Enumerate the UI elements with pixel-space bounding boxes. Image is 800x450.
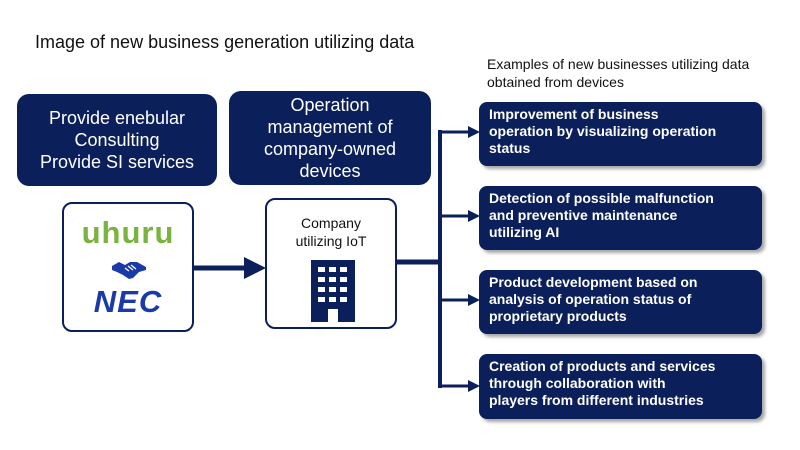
company-utilizing-iot-box: Company utilizing IoT <box>265 198 397 329</box>
example-2-line-3: utilizing AI <box>489 224 560 240</box>
company-label: Company utilizing IoT <box>267 214 395 250</box>
example-1-line-3: status <box>489 140 531 156</box>
provide-line-1: Provide enebular <box>48 108 186 128</box>
example-2-line-1: Detection of possible malfunction <box>489 190 714 206</box>
branch-arrow-4 <box>440 380 480 392</box>
diagram-title: Image of new business generation utilizi… <box>35 32 415 52</box>
example-box-collaboration: Creation of products and services throug… <box>479 354 762 419</box>
provide-line-2: Consulting <box>74 130 160 150</box>
branch-arrow-2 <box>440 210 480 222</box>
example-1-line-2: operation by visualizing operation <box>489 123 717 139</box>
branch-arrow-1 <box>440 126 480 138</box>
example-4-line-1: Creation of products and services <box>489 358 716 374</box>
example-3-line-1: Product development based on <box>489 274 698 290</box>
example-1-line-1: Improvement of business <box>489 106 659 122</box>
example-4-line-3: players from different industries <box>489 392 704 408</box>
operation-line-1: Operation <box>290 95 370 115</box>
operation-line-3: company-owned <box>263 139 397 159</box>
examples-caption: Examples of new businesses utilizing dat… <box>487 56 750 90</box>
provide-line-3: Provide SI services <box>39 152 195 172</box>
provide-services-box: Provide enebular Consulting Provide SI s… <box>17 94 217 186</box>
company-line-1: Company <box>301 215 361 231</box>
operation-line-2: management of <box>267 117 393 137</box>
handshake-icon <box>112 262 146 279</box>
example-box-visualization: Improvement of business operation by vis… <box>479 102 762 166</box>
partner-to-company-arrow <box>194 257 266 279</box>
building-icon <box>311 260 355 322</box>
branch-arrow-3 <box>440 294 480 306</box>
operation-line-4: devices <box>299 161 361 181</box>
example-box-preventive-maintenance: Detection of possible malfunction and pr… <box>479 186 762 250</box>
example-4-line-2: through collaboration with <box>489 375 666 391</box>
company-line-2: utilizing IoT <box>295 233 367 249</box>
example-3-line-3: proprietary products <box>489 308 627 324</box>
partner-box: uhuru NEC <box>62 202 194 332</box>
example-3-line-2: analysis of operation status of <box>489 291 692 307</box>
uhuru-logo: uhuru <box>81 215 175 250</box>
operation-management-box: Operation management of company-owned de… <box>229 91 431 185</box>
example-box-product-development: Product development based on analysis of… <box>479 270 762 334</box>
example-2-line-2: and preventive maintenance <box>489 207 678 223</box>
nec-logo: NEC <box>93 284 163 319</box>
